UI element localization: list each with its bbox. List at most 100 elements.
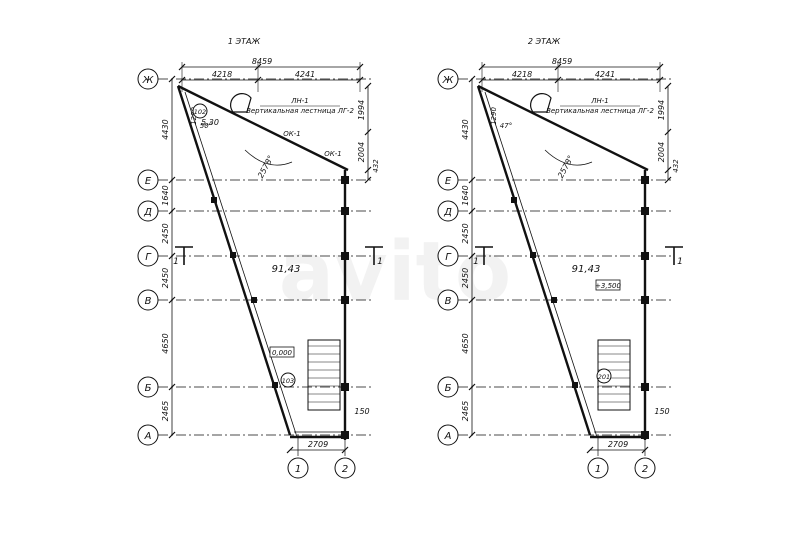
dimension-tick	[286, 446, 294, 454]
dimension-left: 4218	[512, 70, 532, 79]
corner-dimension: 1290	[490, 107, 498, 125]
axis-bubble	[634, 457, 656, 479]
note-label: ОК-1	[324, 150, 341, 158]
axis-bubble	[137, 245, 159, 267]
column	[341, 296, 349, 304]
axis-bubble	[437, 245, 459, 267]
column	[641, 207, 649, 215]
column	[341, 176, 349, 184]
dimension-tick	[478, 76, 486, 84]
dimension-tick	[254, 63, 262, 71]
column	[572, 382, 578, 388]
dimension-tick	[364, 128, 372, 136]
column	[641, 176, 649, 184]
axis-spacing: 2450	[161, 223, 170, 243]
dimension-tick	[468, 207, 476, 215]
diagonal-wall	[476, 85, 592, 436]
column	[341, 383, 349, 391]
room-number: 103	[282, 377, 294, 385]
roof-edge-wall	[477, 84, 649, 172]
watermark: avito	[279, 225, 511, 320]
floor-area: 91,43	[572, 264, 601, 275]
dimension-tick	[364, 176, 372, 184]
angle-label: 2578°	[556, 154, 575, 180]
room-tag	[596, 368, 612, 384]
angle-arc	[544, 149, 593, 166]
axis-letter: Г	[445, 252, 452, 263]
level-box	[595, 279, 621, 291]
axis-spacing: 2450	[461, 268, 470, 288]
room-number: 102	[194, 108, 206, 116]
axis-bubble	[437, 169, 459, 191]
axis-spacing: 4650	[161, 333, 170, 353]
axis-spacing: 1640	[161, 185, 170, 205]
axis-spacing: 4650	[461, 333, 470, 353]
axis-bubble	[137, 424, 159, 446]
axis-letter: Г	[145, 252, 152, 263]
dimension-tick	[168, 252, 176, 260]
axis-spacing: 4430	[461, 119, 470, 139]
axis-number: 1	[295, 464, 301, 475]
dimension-tick	[468, 431, 476, 439]
axis-bubble	[587, 457, 609, 479]
column	[251, 297, 257, 303]
diagonal-wall	[176, 85, 292, 436]
right-dimension: 150	[354, 407, 369, 416]
dimension-tick	[254, 76, 262, 84]
column	[641, 296, 649, 304]
stair-block	[307, 339, 341, 411]
section-label: 1	[173, 257, 179, 267]
dimension-tick	[168, 207, 176, 215]
skylight-icon	[230, 93, 252, 113]
axis-bubble	[137, 289, 159, 311]
level-box	[269, 346, 295, 358]
column	[341, 207, 349, 215]
axis-letter: Ж	[442, 75, 455, 86]
dimension-tick	[168, 431, 176, 439]
dimension-tick	[656, 76, 664, 84]
column	[641, 431, 649, 439]
note-label: Вертикальная лестница ЛГ-2	[546, 107, 654, 115]
column	[511, 197, 517, 203]
section-label: 1	[677, 257, 683, 267]
note-label: ЛН-1	[590, 97, 609, 105]
dimension-tick	[168, 176, 176, 184]
column	[341, 252, 349, 260]
right-dimension: 2004	[657, 142, 666, 162]
dimension-tick	[554, 63, 562, 71]
diagonal-wall-inner	[184, 91, 298, 438]
dimension-tick	[178, 63, 186, 71]
dimension-tick	[168, 75, 176, 83]
axis-spacing: 4430	[161, 119, 170, 139]
axis-spacing: 2450	[161, 268, 170, 288]
dimension-tick	[478, 63, 486, 71]
axis-letter: Д	[143, 207, 152, 218]
right-dimension: 1994	[657, 100, 666, 120]
dimension-tick	[664, 166, 672, 174]
room-tag	[192, 103, 208, 119]
axis-letter: Ж	[142, 75, 155, 86]
note-label: ОК-1	[283, 130, 300, 138]
axis-spacing: 2465	[461, 401, 470, 421]
diagonal-wall-inner	[484, 91, 598, 438]
axis-bubble	[437, 376, 459, 398]
angle-label: 2578°	[256, 154, 275, 180]
dimension-tick	[468, 75, 476, 83]
column	[641, 252, 649, 260]
note-label: Вертикальная лестница ЛГ-2	[246, 107, 354, 115]
dimension-tick	[364, 166, 372, 174]
axis-bubble	[287, 457, 309, 479]
axis-bubble	[137, 200, 159, 222]
axis-spacing: 2450	[461, 223, 470, 243]
plan-title: 1 ЭТАЖ	[228, 37, 261, 46]
dimension-tick	[356, 76, 364, 84]
corner-dimension: 1290	[190, 107, 198, 125]
dimension-tick	[468, 296, 476, 304]
bottom-dimension: 2709	[608, 440, 628, 449]
dimension-tick	[468, 176, 476, 184]
dimension-tick	[664, 176, 672, 184]
dimension-right: 4241	[595, 70, 615, 79]
axis-bubble	[137, 376, 159, 398]
